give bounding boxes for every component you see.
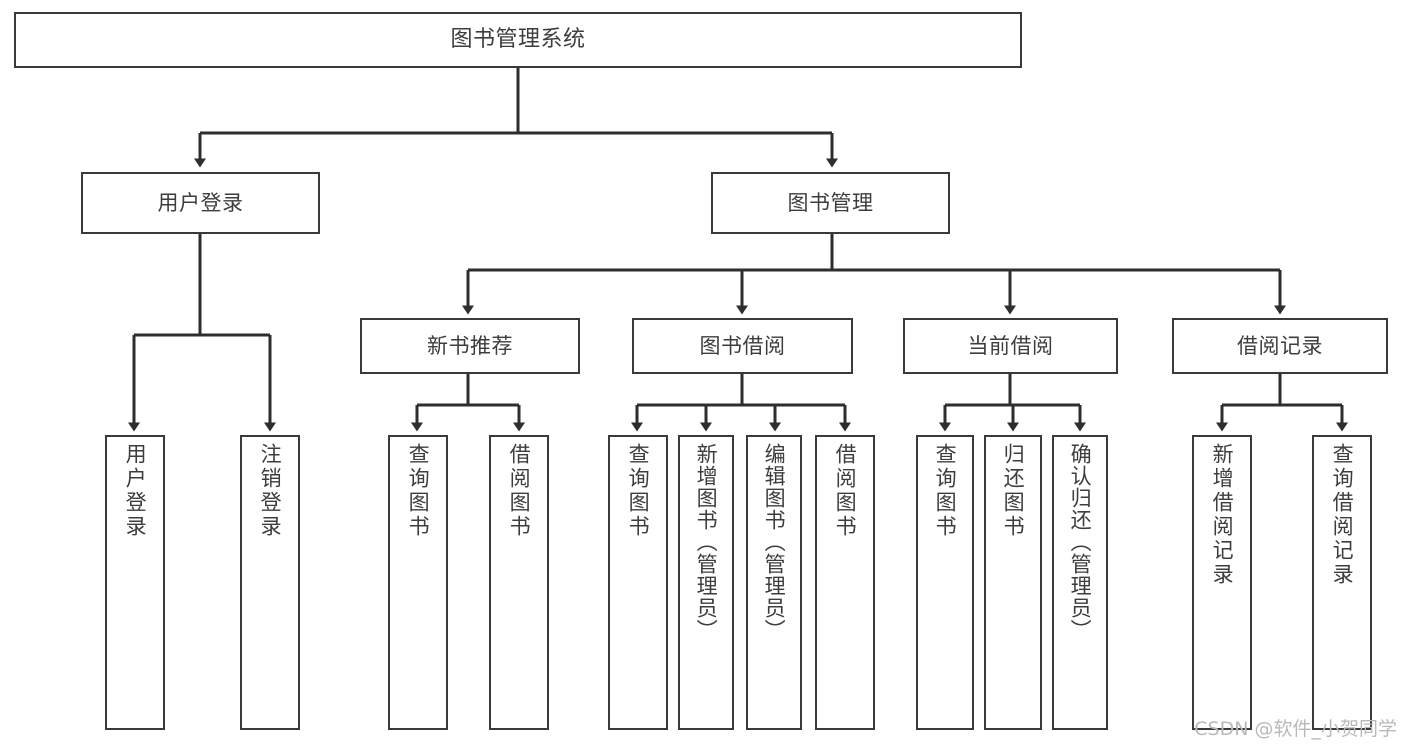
node-new-book-recommendation[interactable]: 新书推荐 [360,318,580,374]
node-label: 借阅图书 [507,443,532,539]
leaf-add-borrowing-record[interactable]: 新增借阅记录 [1192,435,1252,730]
leaf-query-books-current[interactable]: 查询图书 [916,435,974,730]
node-label: 编辑图书（管理员） [762,443,787,641]
node-label: 注销登录 [258,443,283,539]
node-label: 图书借阅 [699,333,786,358]
node-label: 新增图书（管理员） [694,443,719,641]
leaf-add-book-admin[interactable]: 新增图书（管理员） [678,435,734,730]
node-root-library-management-system[interactable]: 图书管理系统 [14,12,1022,68]
node-user-login[interactable]: 用户登录 [81,172,320,234]
leaf-confirm-return-admin[interactable]: 确认归还（管理员） [1052,435,1108,730]
node-label: 当前借阅 [967,333,1054,358]
node-label: 确认归还（管理员） [1068,443,1093,641]
leaf-query-borrowing-record[interactable]: 查询借阅记录 [1312,435,1372,730]
node-label: 图书管理 [787,190,874,215]
leaf-return-books[interactable]: 归还图书 [984,435,1042,730]
leaf-query-books-recommendation[interactable]: 查询图书 [388,435,448,730]
node-label: 查询图书 [626,443,651,539]
leaf-query-books-borrowing[interactable]: 查询图书 [608,435,668,730]
node-label: 查询借阅记录 [1330,443,1355,587]
node-label: 用户登录 [123,443,148,539]
node-book-management[interactable]: 图书管理 [711,172,950,234]
leaf-logout[interactable]: 注销登录 [240,435,300,730]
node-label: 新书推荐 [427,333,513,358]
node-label: 图书管理系统 [450,27,586,53]
leaf-user-login[interactable]: 用户登录 [105,435,165,730]
node-label: 新增借阅记录 [1210,443,1235,587]
node-label: 归还图书 [1001,443,1026,539]
node-book-borrowing[interactable]: 图书借阅 [632,318,853,374]
node-label: 查询图书 [406,443,431,539]
node-label: 查询图书 [933,443,958,539]
leaf-borrow-books-recommendation[interactable]: 借阅图书 [489,435,549,730]
leaf-borrow-books[interactable]: 借阅图书 [815,435,875,730]
node-borrowing-records[interactable]: 借阅记录 [1172,318,1388,374]
node-label: 借阅记录 [1237,333,1323,358]
leaf-edit-book-admin[interactable]: 编辑图书（管理员） [746,435,802,730]
node-label: 借阅图书 [833,443,858,539]
node-current-borrowing[interactable]: 当前借阅 [903,318,1118,374]
node-label: 用户登录 [157,190,244,215]
